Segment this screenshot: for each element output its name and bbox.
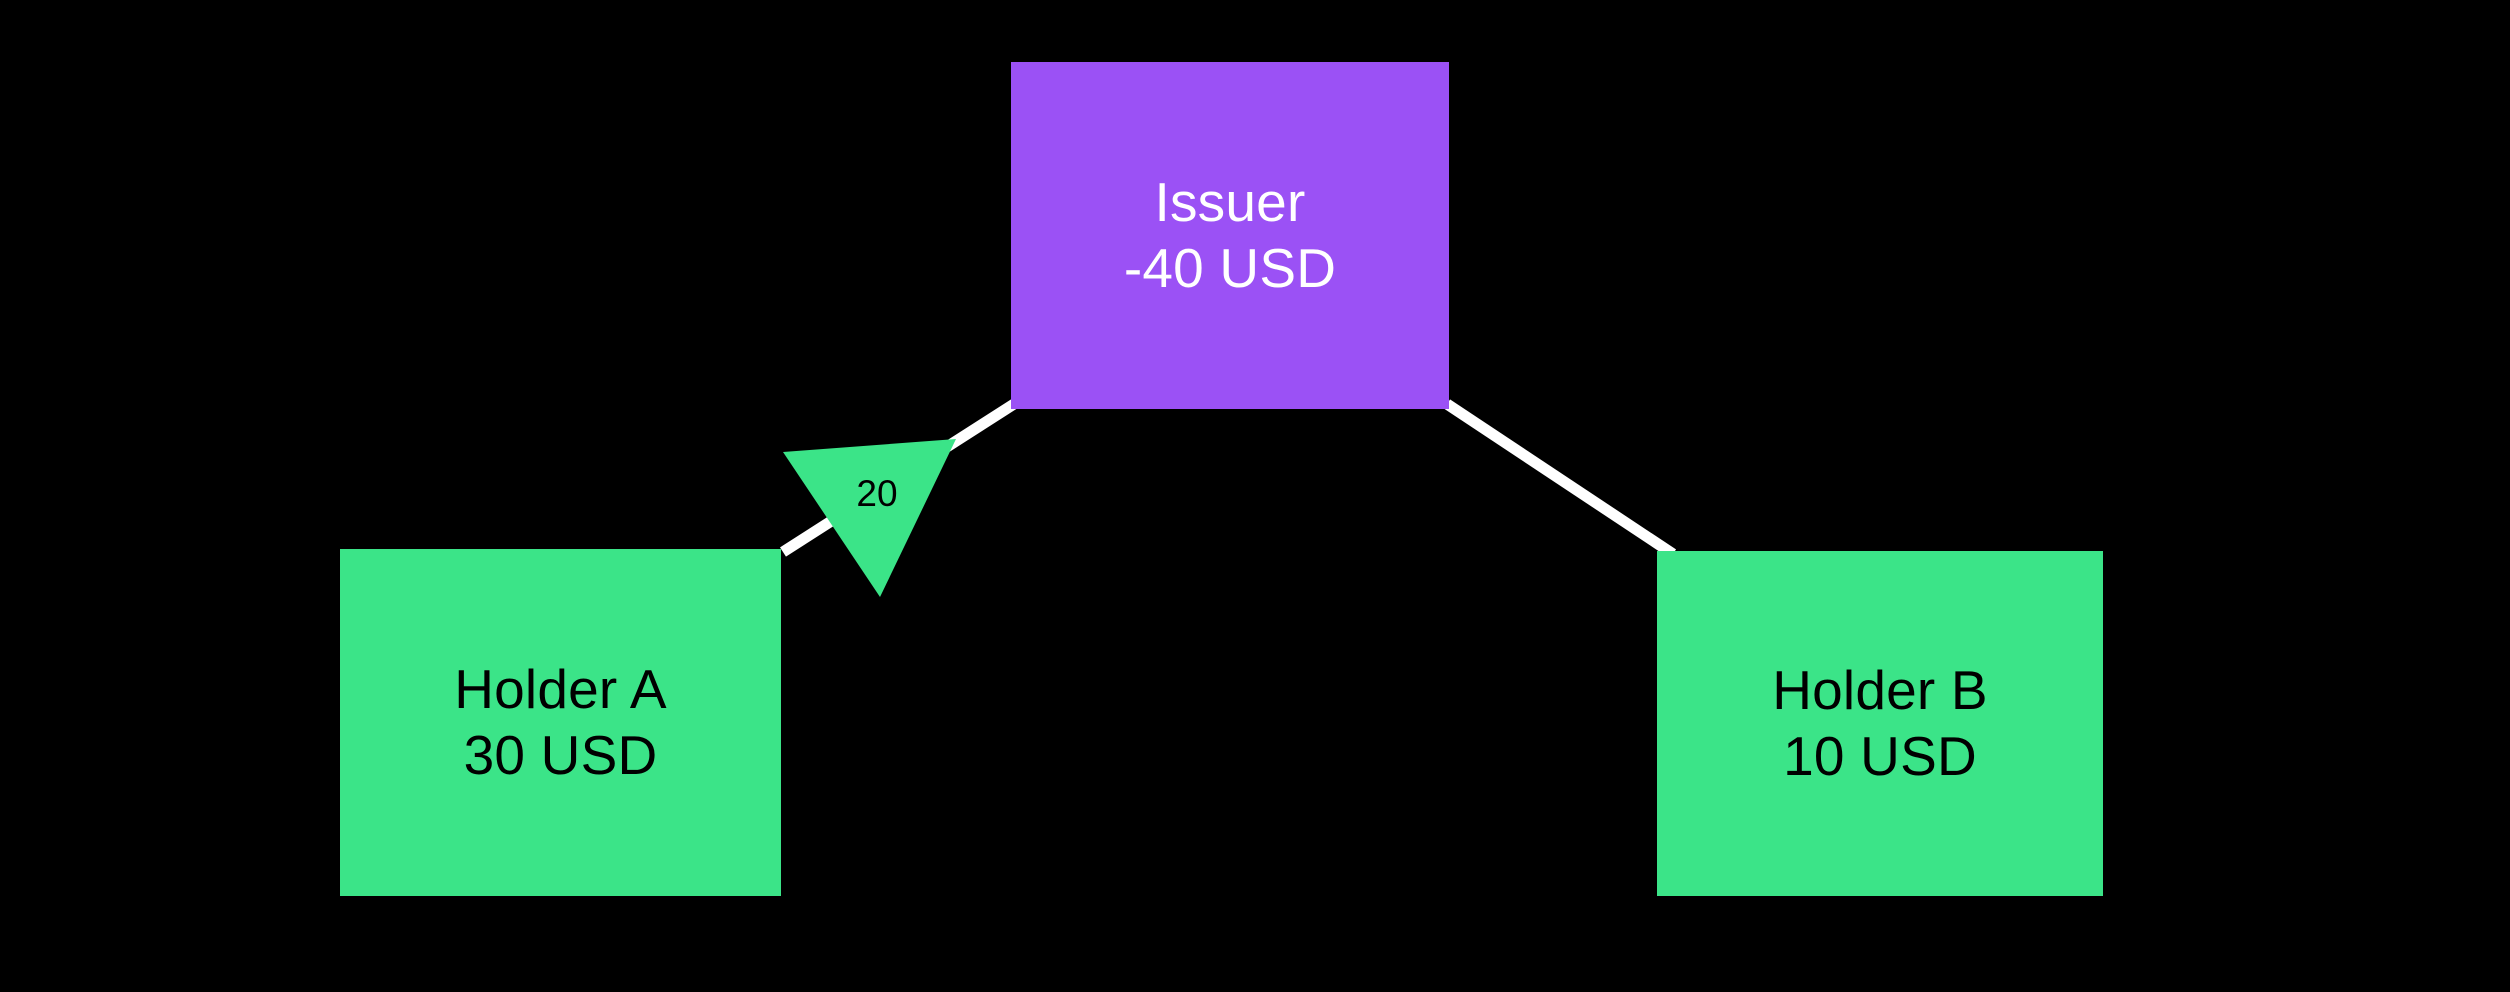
node-holder-b-label: Holder B — [1772, 658, 1988, 721]
node-holder-a-label: Holder A — [454, 657, 667, 720]
node-issuer-amount: -40 USD — [1123, 236, 1337, 299]
node-holder-a-amount: 30 USD — [463, 723, 658, 786]
node-issuer[interactable]: Issuer -40 USD — [1011, 62, 1449, 409]
edge-issuer-to-holder-b-line[interactable] — [1443, 399, 1677, 559]
node-holder-a[interactable]: Holder A 30 USD — [340, 549, 781, 896]
node-issuer-label: Issuer — [1154, 170, 1306, 233]
edge-flow-triangle-marker[interactable] — [783, 439, 956, 597]
edge-flow-amount-label: 20 — [856, 473, 897, 514]
node-holder-b[interactable]: Holder B 10 USD — [1657, 551, 2103, 896]
node-holder-b-amount: 10 USD — [1783, 724, 1977, 787]
